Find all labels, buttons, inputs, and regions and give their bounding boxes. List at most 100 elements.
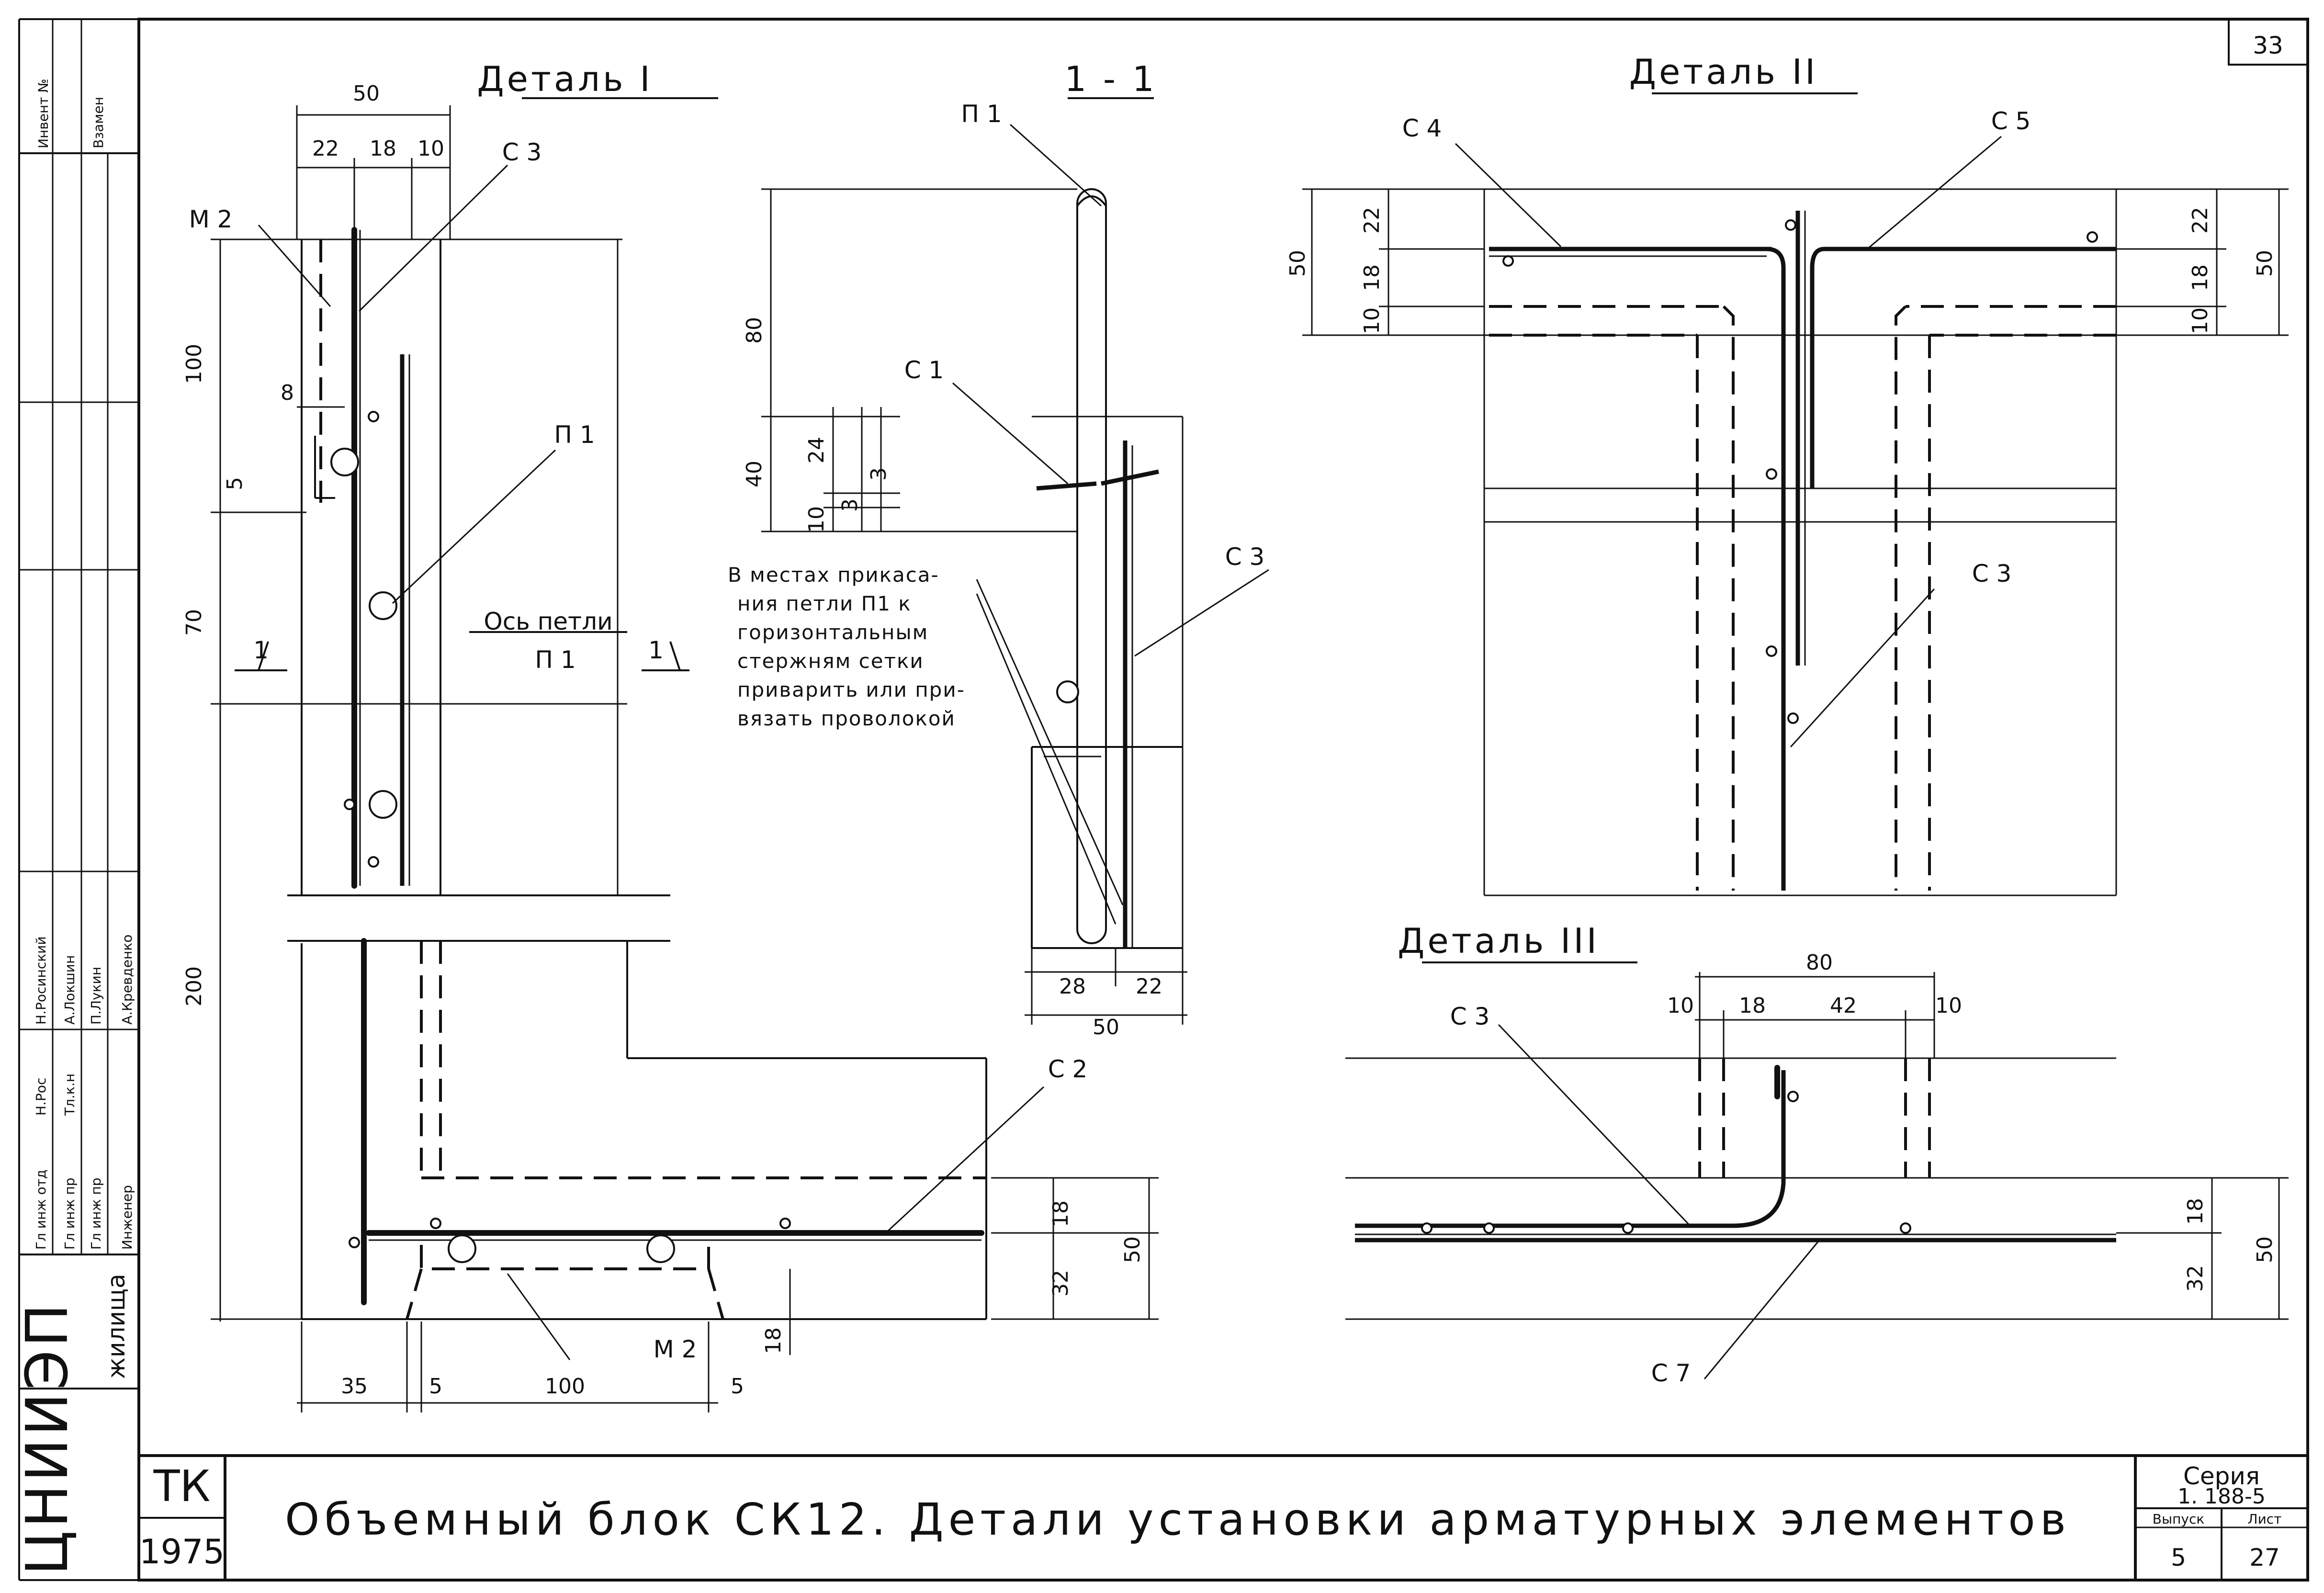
detail1-dimensions [211,105,1159,1412]
svg-text:10: 10 [2188,307,2212,334]
svg-text:40: 40 [742,461,767,487]
svg-text:18: 18 [1360,264,1384,291]
detail2-leaders [1455,136,2002,748]
svg-text:22: 22 [1360,207,1384,234]
series-label: Серия [2183,1462,2260,1490]
label-c3-detail1: С 3 [502,138,542,166]
section11-note: В местах прикаса- ния петли П1 к горизон… [728,563,965,730]
detail3-drawing [1345,1057,2116,1320]
svg-text:Тл.к.н: Тл.к.н [62,1073,78,1116]
issue-label: Выпуск [2153,1511,2205,1527]
detail3-dim-80: 80 [1806,950,1833,975]
label-m2-top: М 2 [189,205,233,233]
detail1-dim-5-bottom: 5 [429,1374,442,1399]
section11-title: 1 - 1 [1064,59,1157,99]
section-mark-right: 1 [648,636,664,664]
svg-text:18: 18 [2183,1198,2208,1225]
svg-text:50: 50 [1120,1236,1145,1263]
detail2-dim-10-right: 10 [2188,307,2212,334]
detail3-dim-42: 42 [1830,994,1857,1018]
detail2-dim-50-left: 50 [1286,250,1310,277]
detail3-dim-18: 18 [1739,994,1766,1018]
detail3-dim-18-right: 18 [2183,1198,2208,1225]
detail2-dim-18-left: 18 [1360,264,1384,291]
detail1-dim-18-right: 18 [1049,1200,1073,1227]
label-c7: С 7 [1651,1359,1691,1387]
detail1-dim-18-m2: 18 [761,1327,786,1354]
svg-text:3: 3 [838,498,862,512]
detail1-leaders [258,164,1045,1360]
svg-text:18: 18 [761,1327,786,1354]
svg-text:Н.Росинский: Н.Росинский [33,936,49,1025]
svg-text:А.Локшин: А.Локшин [62,955,78,1025]
series-value: 1. 188-5 [2177,1484,2266,1509]
detail3-dimensions [1695,972,2289,1320]
svg-text:Гл инж пр: Гл инж пр [62,1177,78,1250]
svg-text:В местах прикаса-: В местах прикаса- [728,563,939,587]
section11-leaders [952,124,1269,925]
detail1-dim-10: 10 [417,136,444,161]
label-c5: С 5 [1991,107,2031,135]
section11-dim-3a: 3 [838,498,862,512]
detail1-dim-5-right: 5 [731,1374,744,1399]
detail1-dim-70: 70 [182,609,206,636]
svg-text:приварить или при-: приварить или при- [737,678,965,701]
svg-text:22: 22 [2188,207,2212,234]
svg-text:Гл инж отд: Гл инж отд [33,1170,49,1250]
detail3-title: Деталь III [1398,921,1600,961]
svg-text:горизонтальным: горизонтальным [737,621,928,644]
year: 1975 [139,1532,225,1571]
detail1-dim-100-left: 100 [182,344,206,384]
section11-dim-80: 80 [742,317,767,344]
detail1-dim-50: 50 [353,81,380,106]
section-mark-left: 1 [253,636,269,664]
stamp-role-4: Инженер [119,1185,135,1250]
section11-dim-28: 28 [1059,974,1086,999]
svg-text:200: 200 [182,966,206,1006]
section11-dim-40: 40 [742,461,767,487]
label-c3-section: С 3 [1225,543,1265,571]
stamp-role-3: Гл инж пр [88,1177,104,1250]
detail3-leaders [1498,1024,1820,1379]
sheet-frame [137,18,2309,1582]
stamp-prefix-1: Н.Рос [33,1078,49,1116]
svg-text:Инвент №: Инвент № [35,79,51,148]
label-c3-detail3: С 3 [1450,1003,1490,1030]
detail3-dim-10-left: 10 [1667,994,1694,1018]
sheet-number: 33 [2253,32,2283,59]
detail3-dim-10-right: 10 [1935,994,1962,1018]
label-p1-detail1: П 1 [554,421,595,449]
issue-value: 5 [2171,1544,2186,1571]
svg-text:Гл инж пр: Гл инж пр [88,1177,104,1250]
stamp-role-2: Гл инж пр [62,1177,78,1250]
page-value: 27 [2249,1544,2280,1571]
detail1-drawing [287,227,987,1320]
axis-sub: П 1 [535,646,575,674]
svg-text:10: 10 [804,506,829,533]
svg-text:50: 50 [2253,250,2277,277]
label-p1-section: П 1 [961,100,1002,128]
svg-text:ния петли П1 к: ния петли П1 к [737,592,912,615]
svg-text:24: 24 [804,437,829,463]
detail1-dim-5-left: 5 [223,477,247,490]
svg-text:18: 18 [1049,1200,1073,1227]
svg-text:стержням сетки: стержням сетки [737,649,924,673]
svg-text:100: 100 [182,344,206,384]
page-label: Лист [2248,1511,2282,1527]
label-c2: С 2 [1048,1055,1088,1083]
axis-label: Ось петли [484,608,612,635]
detail3-dim-32: 32 [2183,1265,2208,1292]
detail1-dim-50-right: 50 [1120,1236,1145,1263]
org-logo: ЦНИИЭП [14,1301,81,1575]
org-suffix: жилища [102,1274,130,1379]
svg-text:Инженер: Инженер [119,1185,135,1250]
svg-text:А.Кревденко: А.Кревденко [119,935,135,1025]
detail2-drawing [1483,188,2117,896]
svg-text:70: 70 [182,609,206,636]
svg-text:18: 18 [2188,264,2212,291]
detail1-dim-22: 22 [312,136,339,161]
svg-text:80: 80 [742,317,767,344]
detail2-dim-10-left: 10 [1360,307,1384,334]
detail1-dim-35: 35 [341,1374,368,1399]
